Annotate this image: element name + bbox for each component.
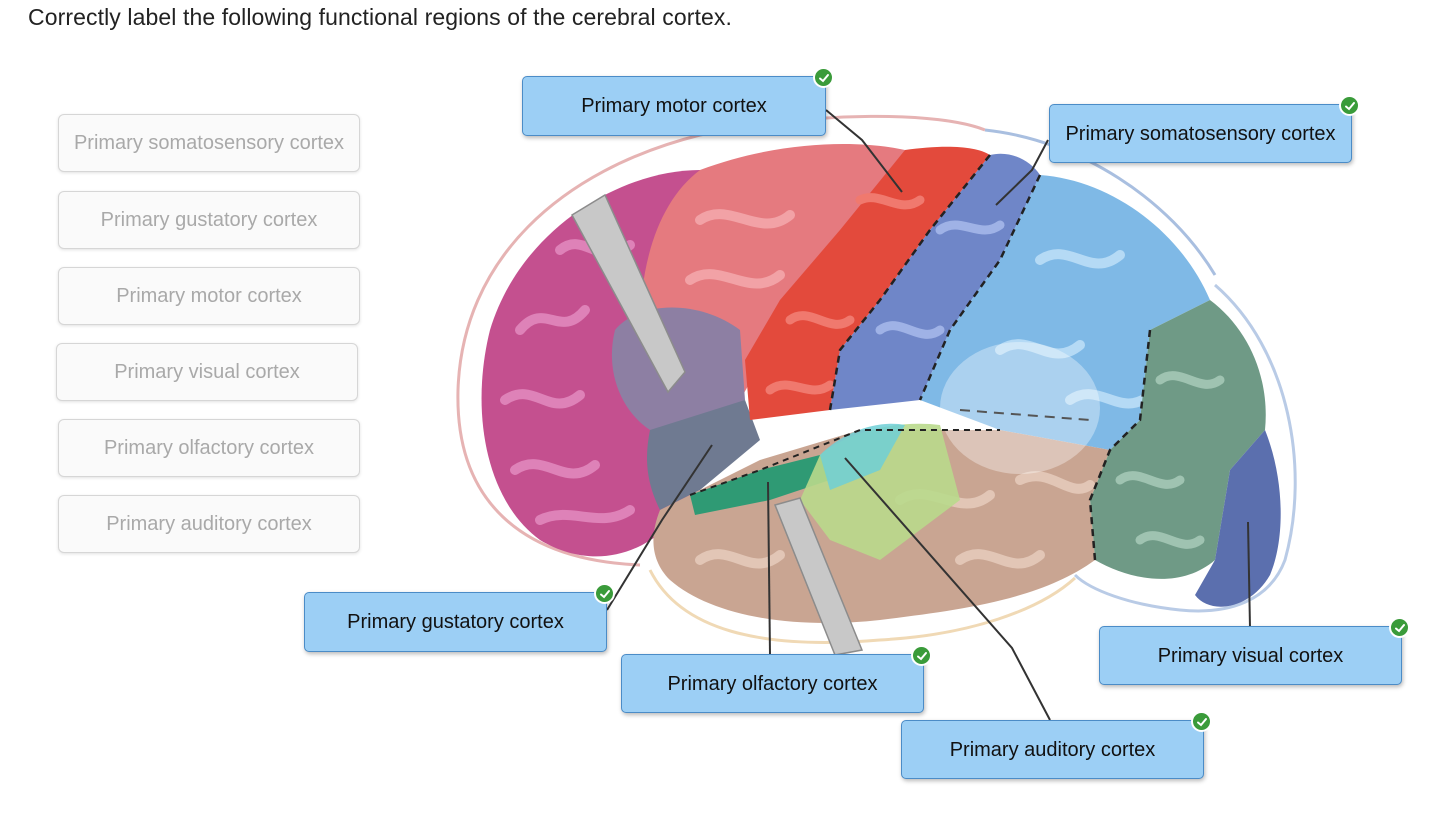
leader-motor (825, 109, 903, 193)
auditory-cortex (820, 423, 905, 490)
question-text: Correctly label the following functional… (28, 4, 732, 30)
bank-item-gustatory[interactable]: Primary gustatory cortex (58, 191, 360, 249)
leader-gustatory (606, 444, 713, 611)
check-circle-icon (594, 583, 615, 604)
occipital-association (1090, 300, 1266, 579)
label-auditory[interactable]: Primary auditory cortex (901, 711, 1212, 779)
check-circle-icon (1191, 711, 1212, 732)
olfactory-cortex (690, 455, 830, 515)
temporal-arc (648, 569, 1077, 644)
retractor-upper (570, 193, 686, 394)
bank-item-olfactory[interactable]: Primary olfactory cortex (58, 419, 360, 477)
parietal-arc (984, 128, 1217, 276)
occipital-arc (1073, 283, 1297, 613)
parietal-lobe (920, 175, 1210, 450)
leader-auditory (844, 457, 1051, 721)
label-motor[interactable]: Primary motor cortex (522, 67, 834, 136)
check-circle-icon (1339, 95, 1360, 116)
label-visual-text: Primary visual cortex (1157, 644, 1344, 667)
check-circle-icon (1389, 617, 1410, 638)
bank-item-visual[interactable]: Primary visual cortex (56, 343, 358, 401)
bank-item-somatosensory[interactable]: Primary somatosensory cortex (58, 114, 360, 172)
leader-olfactory (767, 481, 771, 656)
label-olfactory-text: Primary olfactory cortex (667, 672, 878, 695)
leader-visual (1247, 521, 1251, 629)
check-circle-icon (911, 645, 932, 666)
check-circle-icon (813, 67, 834, 88)
somatosensory-cortex (830, 153, 1040, 411)
bank-item-motor[interactable]: Primary motor cortex (58, 267, 360, 325)
retractor-lower (773, 497, 864, 656)
motor-cortex (745, 146, 990, 420)
label-gustatory[interactable]: Primary gustatory cortex (304, 583, 615, 652)
label-somatosensory-text: Primary somatosensory cortex (1065, 122, 1336, 145)
wernicke-highlight (940, 342, 1100, 474)
insula-gray (647, 400, 760, 510)
leader-somatosensory (995, 139, 1049, 206)
label-somatosensory[interactable]: Primary somatosensory cortex (1049, 95, 1360, 163)
visual-cortex (1195, 430, 1281, 607)
label-auditory-text: Primary auditory cortex (949, 738, 1156, 761)
bank-item-auditory[interactable]: Primary auditory cortex (58, 495, 360, 553)
label-visual[interactable]: Primary visual cortex (1099, 617, 1410, 685)
label-olfactory[interactable]: Primary olfactory cortex (621, 645, 932, 713)
frontal-arc (456, 114, 986, 567)
label-gustatory-text: Primary gustatory cortex (347, 611, 564, 633)
label-motor-text: Primary motor cortex (581, 95, 767, 117)
